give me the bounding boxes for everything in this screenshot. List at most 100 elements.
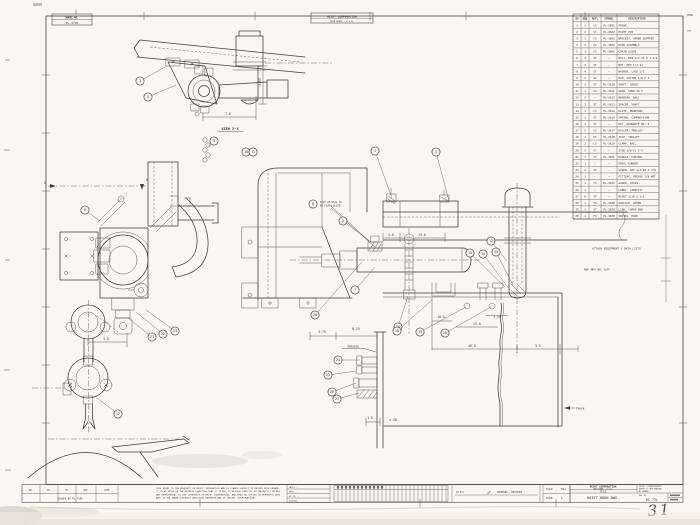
svg-text:CS: CS (593, 36, 597, 40)
tb-side3: BY NUMBER (639, 491, 650, 493)
scan-mark (687, 14, 693, 16)
notice-line1: THIS PRINT IS THE PROPERTY OF RECHT CORP… (156, 487, 280, 490)
svg-text:2: 2 (584, 102, 586, 106)
appr-ch: CH. (65, 489, 69, 492)
svg-text:PL-3621: PL-3621 (603, 155, 615, 159)
issue-value: A (561, 497, 563, 500)
svg-text:BOLT, HEX 1/2-13 X 1-3/4: BOLT, HEX 1/2-13 X 1-3/4 (619, 56, 658, 60)
svg-text:23.0: 23.0 (418, 233, 426, 237)
svg-text:25: 25 (326, 373, 330, 377)
svg-text:17: 17 (575, 129, 579, 133)
svg-text:2: 2 (584, 129, 586, 133)
svg-text:FRAME: FRAME (619, 23, 627, 27)
svg-text:1: 1 (584, 23, 586, 27)
svg-text:CS: CS (593, 129, 597, 133)
svg-text:PLATE, MOUNTING: PLATE, MOUNTING (619, 109, 644, 113)
svg-text:—: — (594, 161, 596, 165)
svg-text:23: 23 (575, 168, 579, 172)
svg-text:11: 11 (575, 89, 579, 93)
threaded-label: THREADED (347, 346, 359, 349)
model-tag: MODEL NO. PL-3743 (52, 10, 92, 25)
svg-text:WASHER, LOCK 1/2: WASHER, LOCK 1/2 (619, 69, 645, 73)
scale-value: FULL (561, 488, 567, 491)
svg-text:28: 28 (313, 313, 317, 317)
svg-text:ST: ST (593, 115, 597, 119)
svg-text:27.0: 27.0 (473, 322, 481, 326)
svg-text:PL-3605: PL-3605 (603, 50, 615, 54)
svg-text:21: 21 (575, 155, 579, 159)
svg-text:1: 1 (584, 83, 586, 87)
svg-text:13: 13 (468, 251, 472, 255)
svg-text:26: 26 (330, 390, 334, 394)
svg-text:20: 20 (575, 148, 579, 152)
dims-layer: 7.04.635.05.023.04.758.2510.527.01.4446.… (103, 78, 541, 422)
svg-text:15: 15 (494, 250, 498, 254)
scale-label: SCALE (546, 488, 553, 491)
svg-text:MATL: MATL (592, 16, 599, 20)
svg-text:LINK, CHAIN END: LINK, CHAIN END (619, 208, 644, 212)
svg-text:—: — (608, 194, 610, 198)
header-company: RECHT CORPORATION (327, 14, 357, 18)
svg-text:ST: ST (593, 168, 597, 172)
notice-line4: ARE TO BE MADE WITHOUT WRITTEN PERMISSIO… (156, 497, 256, 500)
plan-view: VIEW X-X (134, 31, 332, 162)
svg-text:1: 1 (584, 109, 586, 113)
svg-text:5.0: 5.0 (388, 233, 394, 237)
svg-text:21: 21 (150, 335, 154, 339)
svg-text:—: — (608, 168, 610, 172)
svg-text:ROLLER, TROLLEY: ROLLER, TROLLEY (619, 129, 644, 133)
svg-text:7.0: 7.0 (225, 112, 231, 116)
svg-text:27: 27 (335, 397, 339, 401)
svg-text:2: 2 (584, 148, 586, 152)
svg-text:22: 22 (161, 332, 165, 336)
border-frame (4, 3, 693, 507)
scan-mark (687, 30, 691, 32)
flush-note-line2: BE FLUSH ALIGN. (320, 204, 342, 207)
svg-text:—: — (608, 188, 610, 192)
svg-text:2: 2 (584, 76, 586, 80)
svg-text:HANDLE, CONTROL: HANDLE, CONTROL (619, 155, 644, 159)
svg-text:1: 1 (584, 155, 586, 159)
svg-text:—: — (608, 76, 610, 80)
svg-text:14: 14 (575, 109, 579, 113)
svg-text:15: 15 (575, 115, 579, 119)
svg-text:18: 18 (395, 329, 399, 333)
title-strip: DR. TR. CH. APP. DATE ISSUED BY PL-7145 … (22, 485, 683, 503)
svg-text:ST: ST (593, 30, 597, 34)
mini-finish: FINISH — (289, 501, 300, 503)
svg-text:ST: ST (593, 122, 597, 126)
svg-text:FITTING, GREASE 1/8 NPT: FITTING, GREASE 1/8 NPT (619, 175, 657, 179)
appr-tr: TR. (47, 489, 51, 492)
svg-text:1: 1 (584, 201, 586, 205)
track-label: TRACK (576, 407, 585, 411)
edge-marks (4, 60, 11, 470)
svg-text:2: 2 (584, 168, 586, 172)
svg-text:GRIP, RUBBER: GRIP, RUBBER (619, 161, 639, 165)
svg-text:2: 2 (584, 142, 586, 146)
svg-text:1: 1 (584, 135, 586, 139)
svg-text:PL-3612: PL-3612 (603, 96, 615, 100)
svg-text:28: 28 (575, 201, 579, 205)
svg-text:PL-3619: PL-3619 (603, 142, 615, 146)
svg-text:PL-3601: PL-3601 (603, 23, 615, 27)
model-label: MODEL NO. (66, 16, 79, 19)
svg-text:1: 1 (374, 149, 376, 153)
tb-title-value: HOIST HOOK DWG. (587, 496, 619, 500)
svg-text:PL-3630: PL-3630 (603, 214, 615, 218)
svg-text:5.0: 5.0 (103, 337, 109, 341)
svg-text:ST: ST (593, 69, 597, 73)
svg-text:HOOK ASSEMBLY: HOOK ASSEMBLY (619, 43, 640, 47)
svg-text:1: 1 (584, 122, 586, 126)
svg-text:BRACKET, UPPER SUPPORT: BRACKET, UPPER SUPPORT (619, 36, 655, 40)
svg-text:—: — (608, 122, 610, 126)
svg-text:CS: CS (593, 181, 597, 185)
svg-text:—: — (594, 188, 596, 192)
svg-text:26: 26 (575, 188, 579, 192)
tb-rev-stub (670, 499, 678, 501)
mini-matl: MAT'L — (289, 486, 299, 489)
svg-text:SHACKLE, UPPER: SHACKLE, UPPER (619, 201, 642, 205)
issue-label: ISSUE (546, 497, 553, 500)
svg-text:30: 30 (575, 214, 579, 218)
svg-text:4: 4 (584, 56, 586, 60)
svg-text:BEARING, BALL: BEARING, BALL (619, 96, 640, 100)
